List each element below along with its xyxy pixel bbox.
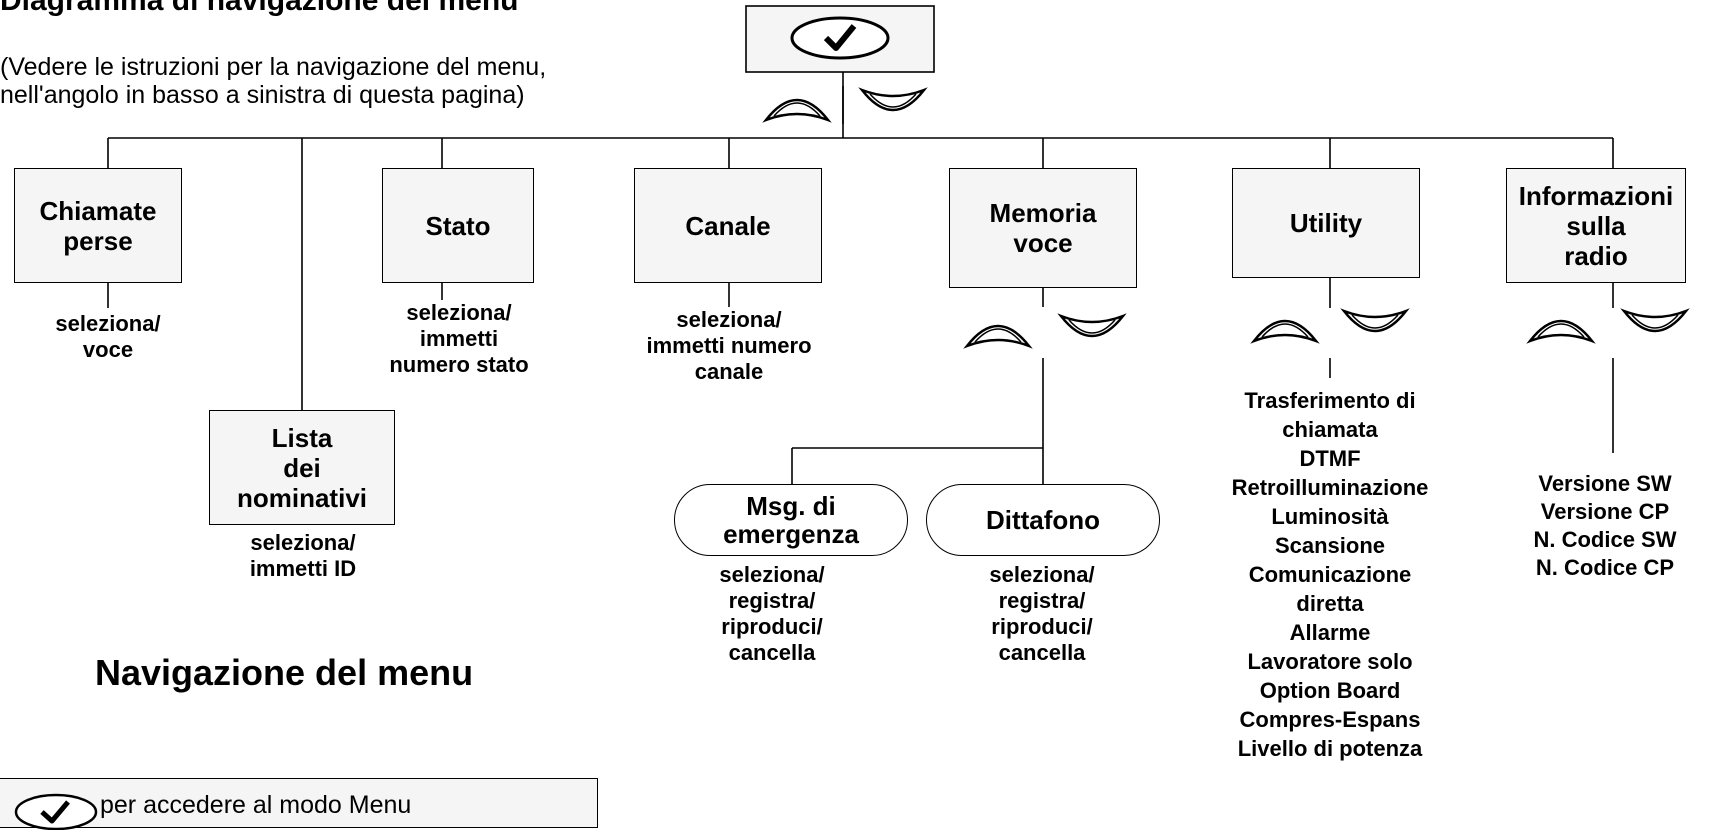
list-item: Comunicazione xyxy=(1248,562,1412,587)
check-button-icon xyxy=(14,793,98,830)
menu-box-memoria-voce: Memoria voce xyxy=(949,168,1137,288)
check-button-icon xyxy=(790,16,890,60)
list-item: N. Codice SW xyxy=(1533,527,1677,552)
menu-box-stato: Stato xyxy=(382,168,534,283)
list-item: chiamata xyxy=(1282,417,1378,442)
up-arrow-icon xyxy=(963,324,1033,349)
down-arrow-button-icon xyxy=(858,87,928,112)
label-msg-emergenza-action: seleziona/ registra/ riproduci/ cancella xyxy=(719,562,825,665)
up-arrow-icon xyxy=(1250,319,1320,344)
utility-items-list: Trasferimento di chiamata DTMF Retroillu… xyxy=(1180,386,1480,763)
page-subtitle-line1: (Vedere le istruzioni per la navigazione… xyxy=(0,53,547,81)
list-item: Versione SW xyxy=(1538,471,1672,496)
up-arrow-icon xyxy=(1526,319,1596,344)
list-item: Lavoratore solo xyxy=(1247,649,1413,674)
label-canale-action: seleziona/ immetti numero canale xyxy=(646,307,812,384)
list-item: Scansione xyxy=(1274,533,1386,558)
menu-box-canale: Canale xyxy=(634,168,822,283)
label-stato-action: seleziona/ immetti numero stato xyxy=(389,300,529,377)
up-arrow-button-icon xyxy=(762,98,832,123)
list-item: N. Codice CP xyxy=(1535,555,1675,580)
menu-box-informazioni-radio: Informazioni sulla radio xyxy=(1506,168,1686,283)
submenu-pill-msg-emergenza: Msg. di emergenza xyxy=(674,484,908,556)
down-arrow-icon xyxy=(1340,308,1410,333)
submenu-pill-dittafono: Dittafono xyxy=(926,484,1160,556)
label-dittafono-action: seleziona/ registra/ riproduci/ cancella xyxy=(989,562,1095,665)
list-item: Retroilluminazione xyxy=(1231,475,1429,500)
menu-box-utility: Utility xyxy=(1232,168,1420,278)
list-item: Allarme xyxy=(1289,620,1371,645)
menu-box-chiamate-perse: Chiamate perse xyxy=(14,168,182,283)
page-subtitle-line2: nell'angolo in basso a sinistra di quest… xyxy=(0,81,525,109)
label-chiamate-perse-action: seleziona/ voce xyxy=(55,311,161,362)
navigation-check-instruction: per accedere al modo Menu xyxy=(100,791,412,819)
navigation-title: Navigazione del menu xyxy=(95,652,474,693)
list-item: DTMF xyxy=(1299,446,1361,471)
down-arrow-icon xyxy=(1620,308,1690,333)
list-item: Trasferimento di xyxy=(1244,388,1416,413)
label-lista-action: seleziona/ immetti ID xyxy=(249,530,357,581)
page-title: Diagramma di navigazione del menu xyxy=(0,0,519,17)
list-item: Compres-Espans xyxy=(1239,707,1421,732)
list-item: Livello di potenza xyxy=(1237,736,1423,761)
list-item: diretta xyxy=(1296,591,1364,616)
list-item: Versione CP xyxy=(1540,499,1670,524)
info-items-list: Versione SW Versione CP N. Codice SW N. … xyxy=(1500,470,1710,582)
menu-box-lista-nominativi: Lista dei nominativi xyxy=(209,410,395,525)
down-arrow-icon xyxy=(1057,313,1127,338)
list-item: Option Board xyxy=(1259,678,1401,703)
list-item: Luminosità xyxy=(1271,504,1389,529)
